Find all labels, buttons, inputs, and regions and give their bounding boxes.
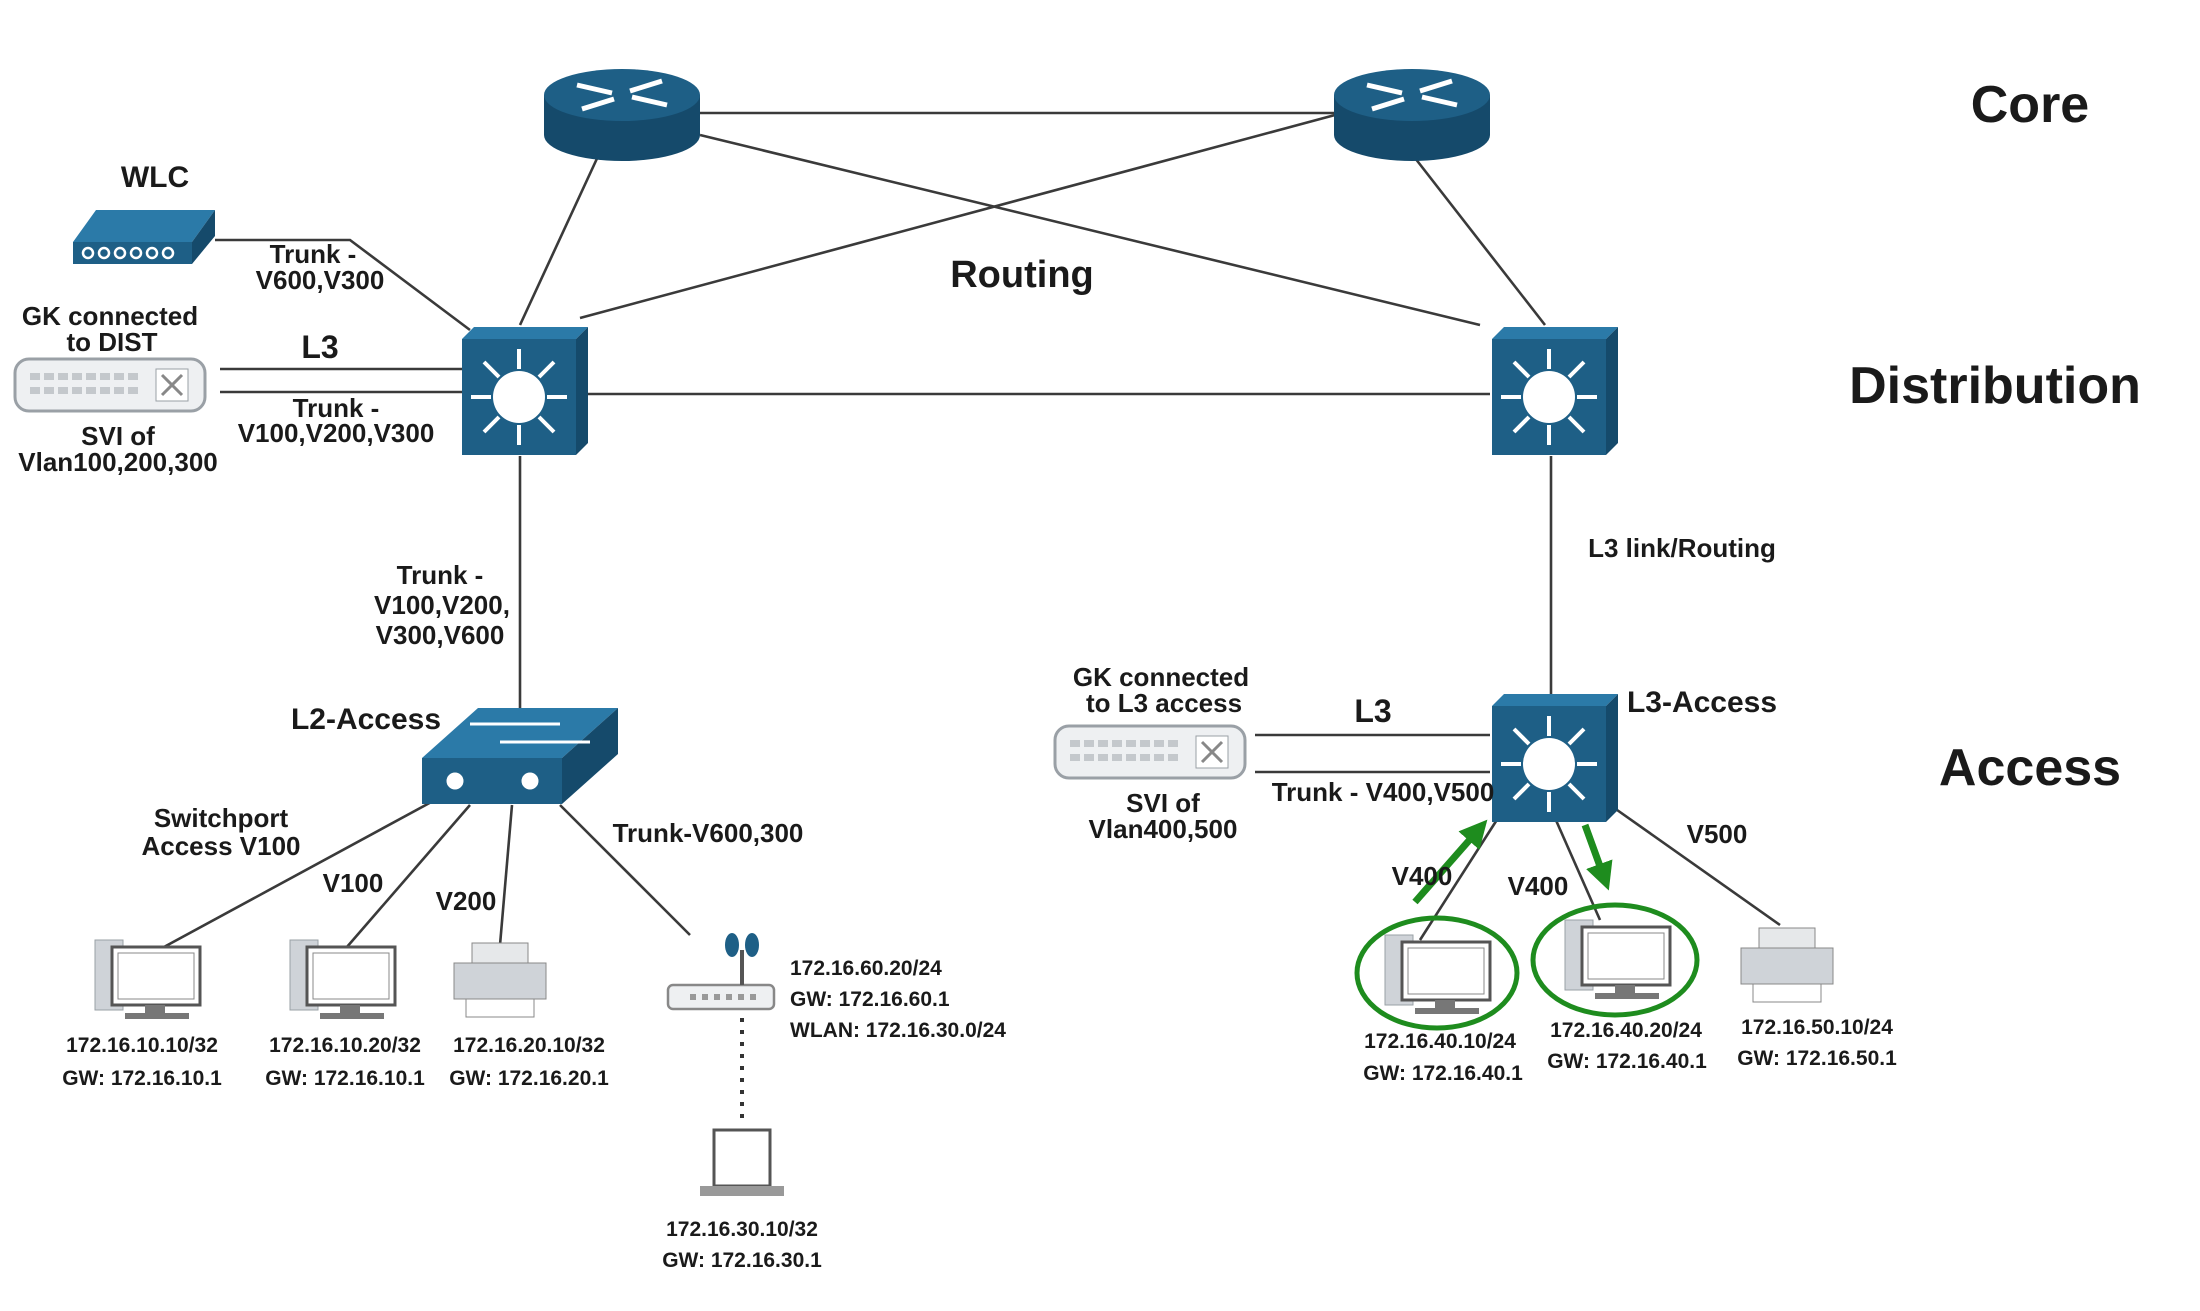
wlc-label: WLC <box>121 161 189 194</box>
trunk-gk-label-2: V100,V200,V300 <box>238 418 435 448</box>
gk-dist-label-1: GK connected <box>22 301 198 331</box>
gk-switch-l3-access[interactable] <box>1053 724 1247 780</box>
distribution-switch-right[interactable] <box>1490 325 1620 457</box>
links <box>139 111 1781 1118</box>
link-l3-printer <box>1609 803 1781 927</box>
host-5-ip: 172.16.40.20/24 <box>1550 1019 1702 1042</box>
gk-l3-access-label-1: GK connected <box>1073 662 1249 692</box>
core-router-right[interactable] <box>1334 69 1490 161</box>
wlc-device[interactable] <box>73 210 215 264</box>
trunk-wlc-label-2: V600,V300 <box>256 265 385 295</box>
printer-icon-2[interactable] <box>1740 927 1834 1003</box>
l2-access-switch[interactable] <box>422 708 618 804</box>
l3-access-switch[interactable] <box>1490 692 1620 824</box>
port-label-v100: V100 <box>323 868 384 898</box>
core-router-left[interactable] <box>544 69 700 161</box>
pc-icon-1[interactable] <box>93 938 202 1021</box>
center-label-routing: Routing <box>950 254 1094 296</box>
highlight-ring-pc3 <box>1354 915 1520 1031</box>
printer-icon-1[interactable] <box>453 942 547 1018</box>
trunk-dist-access-label-3: V300,V600 <box>376 620 505 650</box>
link-l3-pc2 <box>1553 817 1602 921</box>
port-label-v400-2: V400 <box>1508 871 1569 901</box>
trunk-dist-access-label-2: V100,V200, <box>374 590 510 620</box>
l3-label-access: L3 <box>1354 693 1391 729</box>
laptop-gw: GW: 172.16.30.1 <box>662 1249 822 1272</box>
ap-ip: 172.16.60.20/24 <box>790 957 942 980</box>
tier-label-distribution: Distribution <box>1849 357 2141 415</box>
pc-icon-2[interactable] <box>288 938 397 1021</box>
host-1-gw: GW: 172.16.10.1 <box>62 1067 222 1090</box>
ap-gw: GW: 172.16.60.1 <box>790 988 950 1011</box>
gk-l3-access-label-2: to L3 access <box>1086 688 1242 718</box>
distribution-switch-left[interactable] <box>460 325 590 457</box>
port-label-v200: V200 <box>436 886 497 916</box>
port-label-v500: V500 <box>1687 819 1748 849</box>
host-6-gw: GW: 172.16.50.1 <box>1737 1047 1897 1070</box>
trunk-gk-label-1: Trunk - <box>293 393 380 423</box>
link-core2-dist2 <box>1413 157 1547 326</box>
link-l2-ap <box>559 804 691 936</box>
svi-dist-label-1: SVI of <box>81 421 155 451</box>
l3-access-label: L3-Access <box>1627 686 1777 719</box>
trunk-wlc-label-1: Trunk - <box>270 239 357 269</box>
pc-icon-3[interactable] <box>1383 933 1492 1016</box>
host-1-ip: 172.16.10.10/32 <box>66 1034 218 1057</box>
access-point-icon[interactable] <box>666 933 776 1011</box>
l3-link-routing-label: L3 link/Routing <box>1588 533 1776 563</box>
tier-label-core: Core <box>1971 76 2089 134</box>
host-3-gw: GW: 172.16.20.1 <box>449 1067 609 1090</box>
link-wlc-dist1 <box>215 238 471 332</box>
host-2-ip: 172.16.10.20/32 <box>269 1034 421 1057</box>
green-arrow-down <box>1581 823 1613 891</box>
laptop-ip: 172.16.30.10/32 <box>666 1218 818 1241</box>
svi-dist-label-2: Vlan100,200,300 <box>18 447 218 477</box>
link-core1-dist2 <box>699 133 1481 327</box>
host-2-gw: GW: 172.16.10.1 <box>265 1067 425 1090</box>
switchport-access-label-2: Access V100 <box>141 831 300 861</box>
link-l2-printer <box>498 804 514 946</box>
link-core1-dist1 <box>518 151 602 326</box>
link-l2-pc2 <box>339 804 471 956</box>
port-label-v400-1: V400 <box>1392 861 1453 891</box>
gk-dist-label-2: to DIST <box>67 327 158 357</box>
host-4-ip: 172.16.40.10/24 <box>1364 1030 1516 1053</box>
tier-label-access: Access <box>1939 739 2121 797</box>
svi-l3-access-label-2: Vlan400,500 <box>1089 814 1238 844</box>
host-6-ip: 172.16.50.10/24 <box>1741 1016 1893 1039</box>
host-3-ip: 172.16.20.10/32 <box>453 1034 605 1057</box>
gk-switch-dist[interactable] <box>13 357 207 413</box>
highlight-ring-pc4 <box>1530 902 1700 1018</box>
svi-l3-access-label-1: SVI of <box>1126 788 1200 818</box>
trunk-dist-access-label-1: Trunk - <box>397 560 484 590</box>
link-core2-dist1 <box>579 113 1336 320</box>
port-label-trunk-v600: Trunk-V600,300 <box>613 818 804 848</box>
l2-access-label: L2-Access <box>291 703 441 736</box>
ap-wlan: WLAN: 172.16.30.0/24 <box>790 1019 1006 1042</box>
host-5-gw: GW: 172.16.40.1 <box>1547 1050 1707 1073</box>
laptop-icon[interactable] <box>700 1128 784 1196</box>
host-4-gw: GW: 172.16.40.1 <box>1363 1062 1523 1085</box>
link-l2-pc1 <box>139 798 436 962</box>
pc-icon-4[interactable] <box>1563 918 1672 1001</box>
l3-label-dist: L3 <box>301 329 338 365</box>
switchport-access-label-1: Switchport <box>154 803 289 833</box>
green-arrow-up <box>1412 819 1488 905</box>
trunk-l3-access-label: Trunk - V400,V500 <box>1272 777 1495 807</box>
